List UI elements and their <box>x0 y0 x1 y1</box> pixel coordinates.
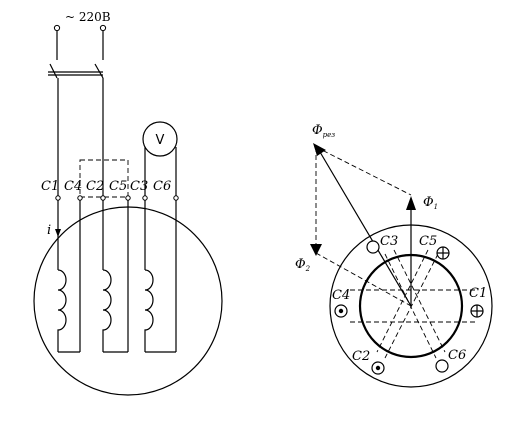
vector-phi2-arrowhead <box>310 244 322 256</box>
label-phi-resultant: Φрез <box>312 123 335 139</box>
coil-3 <box>144 269 154 352</box>
stator-label-c5: C5 <box>419 234 437 249</box>
supply-terminal-right <box>99 24 107 32</box>
terminal-c6: C6 <box>153 179 171 194</box>
winding-leads <box>57 200 177 353</box>
terminal-c2: C2 <box>86 179 104 194</box>
terminal-c3: C3 <box>130 179 148 194</box>
supply-terminal-left <box>53 24 61 32</box>
wiring-schematic: ~ 220В V C1 C4 C2 C5 C3 C6 <box>33 10 223 396</box>
current-label: i <box>47 223 51 238</box>
stator-label-c4: C4 <box>332 288 350 303</box>
slot-c5 <box>436 246 450 260</box>
slot-c1 <box>470 304 484 318</box>
stator-label-c2: C2 <box>352 349 370 364</box>
terminal-c4: C4 <box>64 179 82 194</box>
vector-resultant-arrowhead <box>313 143 326 156</box>
slot-c6 <box>435 359 449 373</box>
stator-label-c3: C3 <box>380 234 398 249</box>
terminal-c5: C5 <box>109 179 127 194</box>
terminal-c1: C1 <box>41 179 59 194</box>
vector-phi1-arrowhead <box>406 196 416 210</box>
switch <box>48 63 104 79</box>
stator-label-c1: C1 <box>469 286 487 301</box>
stator-label-c6: C6 <box>448 348 466 363</box>
slot-c2 <box>371 361 385 375</box>
label-phi2: Φ2 <box>295 257 311 273</box>
coil-2 <box>102 269 112 352</box>
vector-construction <box>315 146 412 307</box>
terminal-dots <box>55 195 179 201</box>
stator-vector-diagram: Φрез Φ1 Φ2 C3 C5 C4 <box>295 123 493 388</box>
voltmeter <box>142 121 178 157</box>
slot-c4 <box>334 304 348 318</box>
voltmeter-label: V <box>156 133 165 148</box>
slot-c3 <box>366 240 380 254</box>
coil-1 <box>57 269 67 352</box>
internal-dashed-lines <box>350 249 475 359</box>
label-phi1: Φ1 <box>423 195 438 211</box>
vector-resultant <box>319 151 412 307</box>
supply-label: ~ 220В <box>65 10 111 24</box>
